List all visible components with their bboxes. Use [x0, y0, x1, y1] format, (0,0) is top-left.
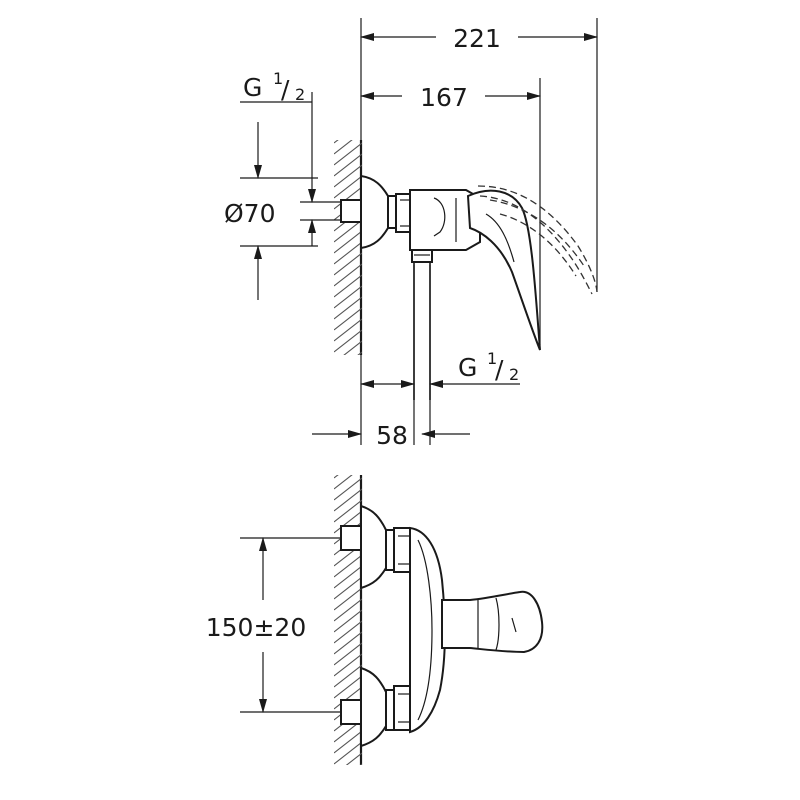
wall-hatch-line: [334, 318, 362, 342]
outlet-thread-slash: /: [495, 355, 504, 384]
wall-hatch-line: [334, 499, 362, 523]
lever-handle-side: [441, 590, 544, 654]
wall-hatch-line: [334, 554, 362, 578]
mixer-body-top: [409, 189, 481, 263]
wall-hatch-line: [359, 763, 362, 765]
dim-58: 58: [312, 421, 470, 450]
wall-top: [334, 110, 363, 396]
outlet-thread-num: 1: [487, 349, 497, 368]
dim-inlet-thread: G 1 / 2: [240, 69, 316, 246]
dim-167-label: 167: [420, 83, 468, 112]
wall-hatch-line: [334, 642, 362, 666]
inlet-lower-side: [340, 666, 415, 748]
wall-hatch-line: [334, 598, 362, 622]
wall-hatch-line: [334, 186, 362, 210]
wall-hatch-line: [334, 164, 362, 188]
wall-hatch-line: [334, 475, 339, 479]
wall-hatch-line: [334, 363, 362, 385]
wall-hatch-line: [334, 252, 362, 276]
top-view: 221 167 G 1 / 2 Ø70: [224, 18, 598, 450]
wall-hatch-line: [334, 488, 362, 512]
side-view: 150±20: [206, 445, 544, 800]
wall-hatch-line: [334, 565, 362, 589]
wall-hatch-line: [334, 142, 362, 166]
wall-hatch-line: [334, 140, 353, 155]
wall-hatch-line: [334, 296, 362, 320]
mixer-body-side: [409, 526, 446, 734]
dim-outlet-thread: G 1 / 2: [360, 349, 520, 388]
wall-hatch-line: [334, 686, 362, 710]
inlet-connection-top: [340, 174, 417, 250]
wall-hatch-line: [334, 587, 362, 611]
inlet-thread-den: 2: [295, 85, 305, 104]
outlet-thread-letter: G: [458, 353, 477, 382]
wall-hatch-line: [334, 307, 362, 331]
wall-hatch-line: [334, 741, 362, 765]
wall-hatch-line: [334, 110, 362, 132]
wall-hatch-line: [334, 274, 362, 298]
dim-221: 221: [360, 24, 598, 53]
wall-hatch-line: [334, 730, 362, 754]
outlet-pipe: [413, 262, 431, 400]
wall-hatch-line: [334, 219, 362, 243]
wall-hatch-line: [334, 153, 362, 177]
wall-hatch-line: [343, 340, 362, 355]
wall-hatch-line: [357, 351, 362, 355]
wall-hatch-line: [334, 475, 353, 490]
lever-handle-alt-position: [477, 185, 598, 295]
wall-hatch-line: [334, 374, 362, 396]
wall-hatch-line: [334, 329, 362, 353]
wall-hatch-line: [334, 664, 362, 688]
lever-handle-top: [466, 189, 541, 351]
wall-hatch-line: [334, 241, 362, 265]
wall-hatch-line: [334, 230, 362, 254]
inlet-thread-letter: G: [243, 73, 262, 102]
wall-hatch-line: [334, 477, 362, 501]
wall-hatch-line: [334, 620, 362, 644]
wall-hatch-line: [345, 752, 362, 765]
wall-side: [334, 445, 363, 800]
dim-221-label: 221: [453, 24, 501, 53]
outlet-thread-den: 2: [509, 365, 519, 384]
wall-hatch-line: [334, 576, 362, 600]
wall-hatch-line: [334, 175, 362, 199]
wall-hatch-line: [334, 609, 362, 633]
wall-hatch-line: [334, 653, 362, 677]
wall-hatch-line: [334, 786, 362, 800]
dim-diameter-70: Ø70: [224, 122, 276, 300]
dim-167: 167: [360, 83, 541, 112]
wall-hatch-line: [334, 445, 362, 467]
wall-hatch-line: [334, 285, 362, 309]
wall-hatch-line: [334, 140, 339, 144]
inlet-thread-num: 1: [273, 69, 283, 88]
wall-hatch-line: [334, 775, 362, 797]
inlet-thread-slash: /: [281, 75, 290, 104]
wall-hatch-line: [334, 263, 362, 287]
dim-58-label: 58: [376, 421, 408, 450]
wall-hatch-line: [334, 510, 362, 534]
wall-hatch-line: [334, 675, 362, 699]
dim-150: 150±20: [206, 537, 342, 713]
extension-lines-top: [240, 18, 598, 445]
dim-diameter-label: Ø70: [224, 199, 276, 228]
wall-hatch-line: [334, 631, 362, 655]
inlet-upper-side: [340, 504, 415, 590]
dim-150-label: 150±20: [206, 613, 306, 642]
